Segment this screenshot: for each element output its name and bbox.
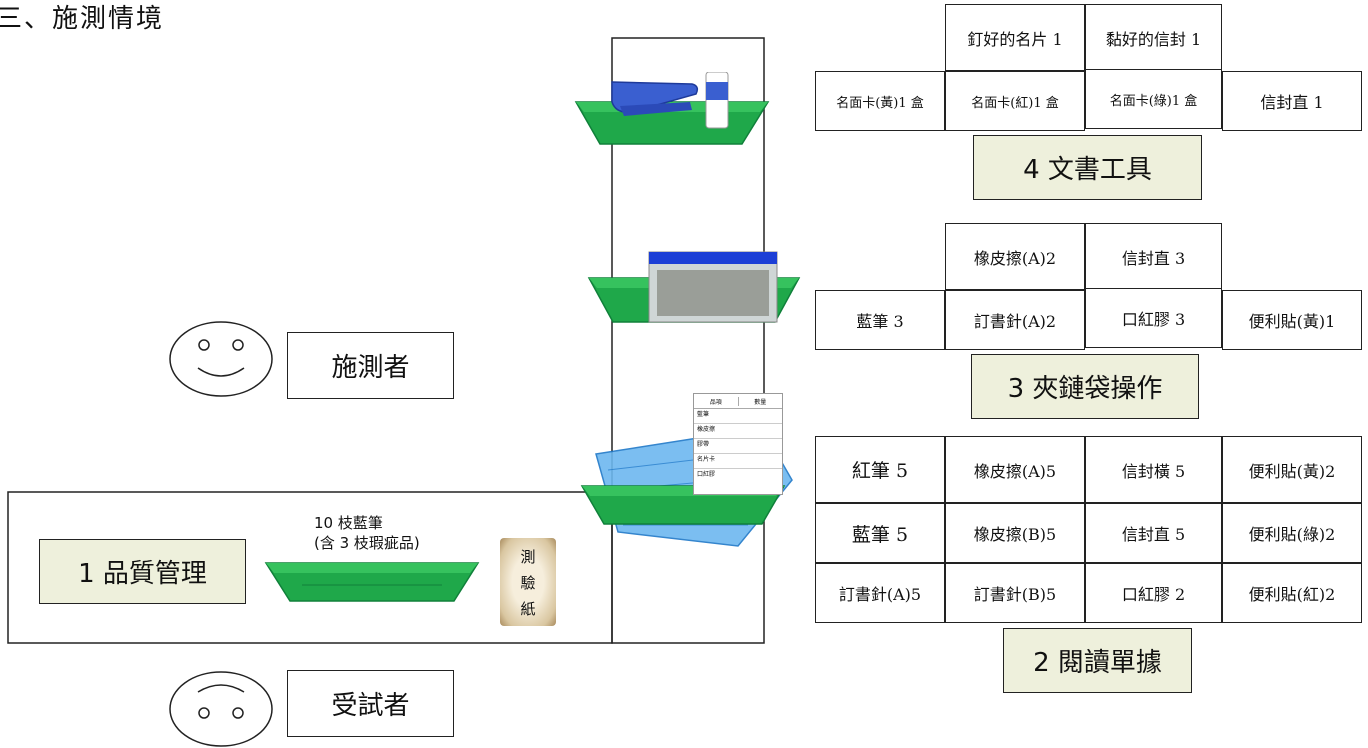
s2-r3-c2: 訂書針(B)5: [945, 563, 1085, 623]
glue-stick-icon: [705, 72, 729, 129]
s4-cell-1: 名面卡(黃)1 盒: [815, 71, 945, 131]
paper-char-2: 驗: [520, 574, 536, 592]
s2-r1-c1: 紅筆 5: [815, 436, 945, 503]
s2-r3-c3: 口紅膠 2: [1085, 563, 1222, 623]
station-4-label: 4 文書工具: [973, 135, 1202, 200]
s2-r2-c4: 便利貼(綠)2: [1222, 503, 1362, 563]
slip-row-5: 口紅膠: [697, 471, 716, 478]
s4-cell-4: 信封直 1: [1222, 71, 1362, 131]
slip-header-item: 品項: [709, 398, 722, 406]
tray-icon: [264, 562, 480, 602]
s4-cell-2: 名面卡(紅)1 盒: [945, 71, 1085, 131]
slip-row-3: 膠帶: [694, 439, 782, 454]
s2-r1-c4: 便利貼(黃)2: [1222, 436, 1362, 503]
layout-lines: [7, 37, 765, 644]
zip-bag-icon: [648, 251, 778, 323]
s4-top-2: 黏好的信封 1: [1085, 4, 1222, 71]
shelf-outline: [611, 37, 765, 644]
station-1-tray-text: 10 枝藍筆 (含 3 枝瑕疵品): [314, 513, 420, 553]
paper-char-3: 紙: [520, 600, 536, 618]
station-2-label: 2 閱讀單據: [1003, 628, 1192, 693]
slip-row-1: 藍筆: [694, 409, 782, 424]
paper-char-1: 測: [520, 548, 536, 566]
station-1-label: 1 品質管理: [39, 539, 246, 604]
station-3-label: 3 夾鏈袋操作: [971, 354, 1199, 419]
s3-cell-4: 便利貼(黃)1: [1222, 290, 1362, 350]
s3-top-2: 信封直 3: [1085, 223, 1222, 290]
examiner-label: 施測者: [287, 332, 454, 399]
stapler-icon: [611, 81, 699, 116]
frown-face-icon: [169, 671, 273, 747]
slip-row-4: 名片卡: [694, 454, 782, 469]
s3-cell-3: 口紅膠 3: [1085, 288, 1222, 348]
s2-r3-c1: 訂書針(A)5: [815, 563, 945, 623]
examinee-label: 受試者: [287, 670, 454, 737]
s3-top-1: 橡皮擦(A)2: [945, 223, 1085, 290]
s2-r2-c1: 藍筆 5: [815, 503, 945, 563]
s3-cell-1: 藍筆 3: [815, 290, 945, 350]
s2-r2-c2: 橡皮擦(B)5: [945, 503, 1085, 563]
tray-text-line-1: 10 枝藍筆: [314, 514, 383, 532]
table-outline: [7, 491, 613, 644]
s4-top-1: 釘好的名片 1: [945, 4, 1085, 71]
s2-r1-c3: 信封橫 5: [1085, 436, 1222, 503]
tray-text-line-2: (含 3 枝瑕疵品): [314, 534, 420, 552]
slip-row-2: 橡皮擦: [694, 424, 782, 439]
smiley-face-icon: [169, 321, 273, 397]
s2-r1-c2: 橡皮擦(A)5: [945, 436, 1085, 503]
stapler-tray-icon: [574, 72, 770, 145]
s3-cell-2: 訂書針(A)2: [945, 290, 1085, 350]
s4-cell-3: 名面卡(綠)1 盒: [1085, 69, 1222, 129]
test-paper: 測 驗 紙: [500, 538, 556, 626]
section-title: 三、施測情境: [0, 4, 165, 34]
s2-r3-c4: 便利貼(紅)2: [1222, 563, 1362, 623]
order-slip: 品項 數量 藍筆 橡皮擦 膠帶 名片卡 口紅膠: [693, 393, 783, 495]
s2-r2-c3: 信封直 5: [1085, 503, 1222, 563]
bag-tray-icon: [587, 251, 801, 323]
slip-header-qty: 數量: [737, 396, 783, 406]
